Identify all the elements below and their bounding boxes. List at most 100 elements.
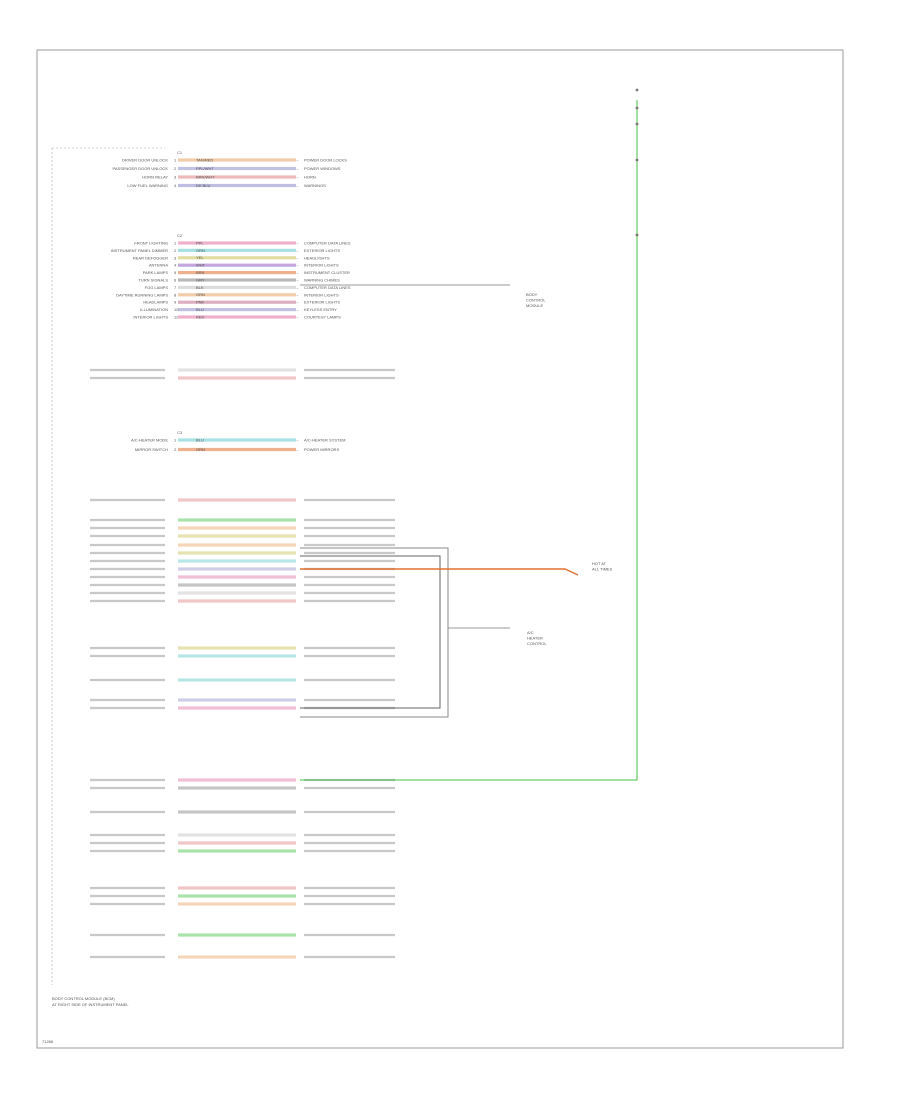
stub-wire (178, 543, 296, 547)
system-label: INSTRUMENT CLUSTER (304, 270, 350, 275)
system-label: INTERIOR LIGHTS (304, 292, 339, 297)
wire-segment (178, 248, 296, 252)
right-component-label: ALL TIMES (592, 567, 613, 572)
inline-connector-marker (635, 122, 639, 126)
connector-arrow: → (295, 278, 299, 283)
connector-arrow: → (295, 315, 299, 320)
pin-label: A/C-HEATER MODE (131, 438, 168, 443)
connector-label: C2 (177, 233, 183, 238)
pin-number: 3 (174, 175, 177, 180)
system-label: WARNINGS (304, 183, 326, 188)
wire-color-label: WHT (196, 263, 206, 268)
connector-label: C1 (177, 150, 183, 155)
pin-label: PARK LAMPS (143, 270, 169, 275)
connector-arrow: → (295, 447, 299, 452)
pin-number: 1 (174, 241, 177, 246)
pin-label: ANTENNA (149, 263, 168, 268)
wire-color-label: TAN/RED (196, 157, 213, 162)
pin-label: REAR DEFOGGER (133, 255, 168, 260)
connector-arrow: → (295, 292, 299, 297)
connector-arrow: → (295, 175, 299, 180)
stub-wire (178, 534, 296, 538)
pin-number: 9 (174, 300, 177, 305)
stub-wire (178, 786, 296, 790)
pin-number: 8 (174, 292, 177, 297)
wire-segment (178, 278, 296, 282)
stub-wire (178, 886, 296, 890)
stub-wire (178, 526, 296, 530)
wire-segment (178, 300, 296, 304)
wire-color-label: DK BLU (196, 183, 211, 188)
orange-wire (300, 568, 579, 576)
system-label: COURTESY LAMPS (304, 315, 341, 320)
system-label: HORN (304, 175, 316, 180)
inline-connector-marker (635, 158, 639, 162)
system-label: WARNING CHIMES (304, 278, 340, 283)
right-component-label: A/C (527, 630, 534, 635)
system-label: INTERIOR LIGHTS (304, 263, 339, 268)
pin-number: 11 (174, 315, 179, 320)
pin-label: HEADLAMPS (143, 300, 168, 305)
wire-segment (178, 241, 296, 245)
stub-wire (178, 894, 296, 898)
stub-wire (178, 955, 296, 959)
wire-color-label: YEL (196, 255, 204, 260)
pin-label: DRIVER DOOR UNLOCK (122, 158, 168, 163)
wire-color-label: ORN (196, 447, 205, 452)
stub-wire (178, 933, 296, 937)
pin-label: TURN SIGNALS (138, 278, 168, 283)
system-label: POWER DOOR LOCKS (304, 158, 347, 163)
right-component-label: HEATER (527, 636, 543, 641)
stub-wire (178, 849, 296, 853)
pin-number: 2 (174, 447, 177, 452)
system-label: A/C-HEATER SYSTEM (304, 438, 346, 443)
connector-arrow: → (295, 285, 299, 290)
wire-segment (178, 447, 296, 452)
module-note: BODY CONTROL MODULE (BCM) (52, 996, 115, 1001)
wire-segment (178, 285, 296, 289)
stub-wire (178, 678, 296, 682)
stub-wire (178, 559, 296, 563)
pin-label: MIRROR SWITCH (135, 447, 168, 452)
pin-number: 10 (174, 307, 179, 312)
pin-number: 4 (174, 263, 177, 268)
wire-segment (178, 183, 296, 188)
connector-arrow: → (295, 255, 299, 260)
connector-arrow: → (295, 166, 299, 171)
stub-wire (178, 376, 296, 380)
right-component-label: BODY (526, 292, 538, 297)
inline-connector-marker (635, 88, 639, 92)
stub-wire (178, 368, 296, 372)
stub-wire (178, 591, 296, 595)
wire-color-label: PPL/WHT (196, 166, 214, 171)
wire-segment (178, 438, 296, 442)
connector-label: C3 (177, 430, 183, 435)
connector-arrow: → (295, 183, 299, 188)
wire-color-label: PPL (196, 240, 204, 245)
inline-connector-marker (635, 106, 639, 110)
pin-label: LOW FUEL WARNING (127, 183, 168, 188)
stub-wire (178, 599, 296, 603)
stub-wire (178, 551, 296, 555)
pin-label: PASSENGER DOOR UNLOCK (113, 166, 169, 171)
system-label: COMPUTER DATA LINES (304, 241, 351, 246)
pin-label: HORN RELAY (142, 175, 168, 180)
stub-wire (178, 706, 296, 710)
wire-segment (178, 256, 296, 260)
pin-label: DAYTIME RUNNING LAMPS (116, 292, 168, 297)
right-component-label: HOT AT (592, 561, 607, 566)
pin-label: INTERIOR LIGHTS (133, 315, 168, 320)
wire-group (51, 88, 639, 985)
pin-number: 1 (174, 438, 177, 443)
right-component-label: MODULE (526, 303, 543, 308)
wire-color-label: BLK (196, 285, 204, 290)
connector-arrow: → (295, 300, 299, 305)
stub-wire (178, 646, 296, 650)
stub-wire (178, 654, 296, 658)
pin-number: 2 (174, 166, 177, 171)
wire-color-label: GRN (196, 248, 205, 253)
green-wire (300, 100, 638, 781)
connector-arrow: → (295, 307, 299, 312)
